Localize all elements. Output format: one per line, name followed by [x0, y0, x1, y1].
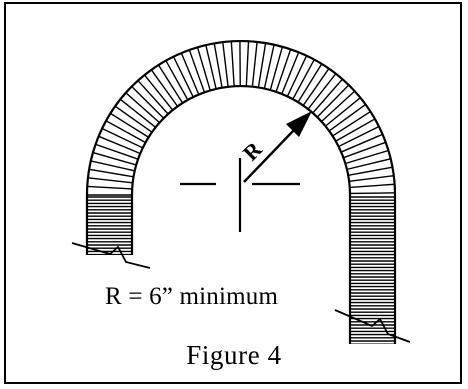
hatch-line — [269, 46, 284, 91]
hatch-line — [343, 141, 386, 159]
hatch-line — [101, 127, 144, 149]
hatch-line — [105, 120, 146, 144]
hatch-line — [222, 42, 229, 87]
hatch-line — [98, 135, 141, 155]
hatch-line — [87, 185, 133, 190]
hatch-line — [292, 59, 315, 100]
hatch-line — [230, 41, 235, 87]
hatch-line — [143, 74, 174, 111]
band-outer-edge — [85, 39, 397, 344]
hatch-line — [312, 78, 343, 114]
hatch-line — [349, 175, 394, 183]
hatch-line — [110, 112, 149, 138]
radius-note: R = 6” minimum — [105, 283, 279, 310]
hatch-line — [213, 43, 223, 88]
hatch-line — [345, 149, 389, 165]
hatch-line — [165, 60, 189, 101]
hatch-line — [245, 41, 250, 87]
hatch-line — [257, 42, 267, 88]
hatch-line — [95, 143, 139, 160]
radius-arrow — [243, 111, 312, 183]
hatch-line — [114, 105, 153, 133]
band-inner-edge — [130, 84, 352, 344]
hatch-line — [332, 110, 371, 137]
hatch-line — [125, 92, 160, 124]
hatch-line — [349, 183, 395, 189]
left-break-line — [71, 242, 151, 269]
hatch-line — [89, 168, 134, 178]
hatch-line — [335, 118, 376, 142]
hatch-line — [349, 192, 395, 195]
hatch-line — [172, 56, 194, 98]
hatch-line — [205, 44, 217, 90]
hatch-line — [286, 55, 308, 97]
hatch-line — [302, 68, 330, 106]
hatch-line — [92, 151, 137, 166]
hatch-line — [297, 63, 323, 103]
hatch-line — [188, 49, 206, 93]
hatch-line — [180, 52, 200, 95]
hatch-line — [263, 44, 275, 89]
hatch-line — [316, 84, 350, 118]
hatch-line — [150, 69, 179, 107]
hatch-line — [137, 80, 169, 115]
hatch-line — [346, 158, 391, 171]
hatch-line — [325, 97, 361, 127]
hatch-line — [157, 64, 184, 104]
hatch-line — [328, 103, 367, 132]
hatch-line — [251, 41, 258, 87]
hatch-line — [131, 85, 165, 119]
hatch-line — [281, 51, 300, 95]
hatch-line — [196, 47, 211, 91]
hatch-line — [340, 133, 383, 153]
center-mark — [180, 158, 300, 232]
hatch-line — [338, 125, 380, 148]
hatch-line — [90, 160, 135, 172]
hatch-line — [119, 98, 157, 128]
hatch-line — [275, 48, 292, 93]
figure-caption: Figure 4 — [186, 340, 282, 370]
hatch-line — [321, 90, 356, 123]
hatch-line — [307, 73, 337, 110]
hatch-line — [348, 166, 393, 177]
hatch-line — [87, 177, 133, 184]
right-break-line — [334, 309, 411, 343]
